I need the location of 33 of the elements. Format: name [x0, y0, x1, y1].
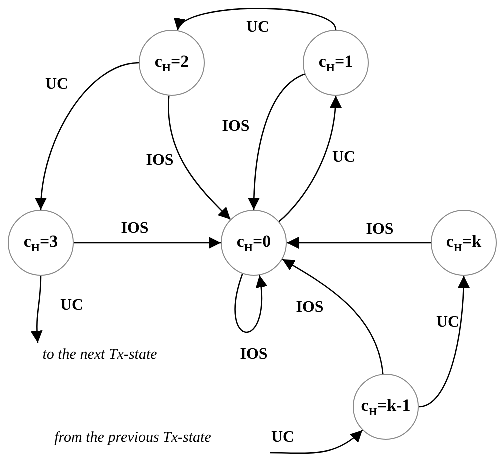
- arrow: [418, 276, 470, 408]
- arrow: [282, 258, 384, 374]
- edge-label: UC: [271, 429, 295, 447]
- arrow: [31, 276, 43, 344]
- edge-label: IOS: [240, 346, 268, 364]
- arrow: [74, 237, 221, 249]
- arrow: [234, 274, 268, 333]
- edge-label: IOS: [121, 220, 149, 238]
- state-note: from the previous Tx-state: [54, 430, 212, 446]
- edge-label: IOS: [296, 299, 324, 317]
- arrow: [248, 74, 306, 210]
- edge-label: UC: [45, 76, 69, 94]
- edge-label: IOS: [146, 152, 174, 170]
- arrow: [168, 96, 232, 220]
- edge-label: IOS: [222, 118, 250, 136]
- arrow: [287, 237, 431, 249]
- state-label: c$_{H}$=1: [318, 52, 354, 74]
- edge-label: IOS: [366, 221, 394, 239]
- edge-label: UC: [436, 314, 460, 332]
- state-label: c$_{H}$=3: [24, 232, 58, 254]
- edge-label: UC: [60, 297, 84, 315]
- edge-label: UC: [246, 19, 270, 37]
- state-note: to the next Tx-state: [42, 346, 158, 364]
- state-label: c$_{H}$=k-1: [361, 396, 411, 418]
- arrow: [270, 430, 364, 454]
- state-label: c$_{H}$=0: [236, 232, 272, 254]
- state-label: c$_{H}$=2: [154, 52, 190, 74]
- arrow: [177, 8, 337, 31]
- arrow: [278, 96, 342, 222]
- state-label: c$_{H}$=k: [446, 232, 482, 254]
- arrow: [36, 62, 140, 210]
- state-circle: [221, 210, 287, 276]
- edge-label: UC: [332, 149, 356, 167]
